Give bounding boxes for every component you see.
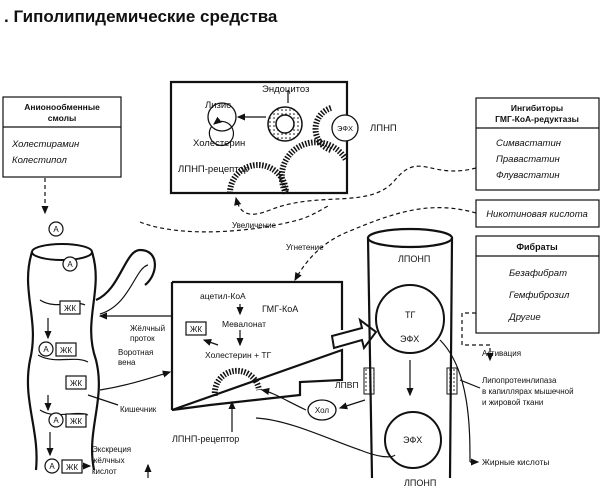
a-circle-4: A [53, 416, 59, 425]
anion-box-header-1: Анионообменные [24, 102, 100, 112]
hdl-label: ЛПВП [335, 380, 358, 390]
efh-lower-label: ЭФХ [403, 435, 422, 445]
zhk-tag-4: ЖК [70, 417, 82, 426]
excretion-line-2: жёлчных [92, 456, 125, 465]
acetyl-coa-label: ацетил-КоА [200, 291, 246, 301]
inset-cholesterol-label: Холестерин [193, 138, 245, 149]
nicotinic-inhibition-arrow [294, 207, 477, 282]
lpl-line-3: и жировой ткани [482, 398, 543, 407]
inset-efh-label: ЭФХ [337, 124, 353, 133]
vldl-bottom-label: ЛПОНП [404, 478, 436, 488]
drug-pravastatin: Правастатин [496, 154, 561, 165]
liver-zhk-tag: ЖК [190, 325, 202, 334]
chol-to-hdl-arrow [338, 399, 366, 410]
hol-label: Хол [315, 406, 330, 415]
blood-vessel [363, 227, 458, 479]
zhk-tag-5: ЖК [66, 463, 78, 472]
intestine-label: Кишечник [120, 405, 157, 414]
fibrate-activation-arrow [461, 312, 494, 362]
efh-upper-label: ЭФХ [400, 334, 419, 344]
fatty-acid-path [439, 339, 471, 463]
nicotinic-acid-box: Никотиновая кислота [475, 199, 600, 228]
a-circle-1: A [53, 225, 59, 234]
anion-exchange-box: Анионообменные смолы Холестирамин Колест… [2, 96, 122, 178]
intestine-pointer [87, 394, 119, 406]
portal-vein-line-2: вена [118, 358, 136, 367]
fibrates-box: Фибраты Безафибрат Гемфиброзил Другие [475, 235, 600, 334]
statin-box-header-2: ГМГ-КоА-редуктазы [495, 114, 579, 124]
page-title: . Гиполипидемические средства [4, 7, 278, 26]
hdl-particle [307, 399, 337, 421]
zhk-tag-3: ЖК [70, 379, 82, 388]
resin-bound-acids: A A ЖК A ЖК ЖК A ЖК A ЖК [38, 221, 92, 474]
excretion-line-3: кислот [92, 467, 117, 476]
ldl-particle [384, 411, 442, 469]
hmg-coa-label: ГМГ-КоА [262, 304, 298, 314]
lpl-line-2: в капиллярах мышечной [482, 387, 574, 396]
tg-label: ТГ [405, 310, 415, 320]
drug-gemfibrozil: Гемфиброзил [509, 290, 570, 301]
lysis-label: Лизис [205, 100, 231, 111]
portal-vein-arrow [99, 370, 172, 391]
drug-simvastatin: Симвастатин [496, 138, 562, 149]
increase-link [139, 204, 331, 233]
fatty-acids-label: Жирные кислоты [482, 457, 550, 467]
a-circle-2: A [67, 260, 73, 269]
nicotinic-acid-label: Никотиновая кислота [486, 209, 588, 220]
hdl-to-liver-arrow [260, 387, 307, 411]
activation-label: Активация [482, 349, 521, 358]
zhk-tag-2: ЖК [60, 346, 72, 355]
increase-label: Увеличение [232, 221, 277, 230]
drug-bezafibrate: Безафибрат [509, 268, 567, 279]
bile-duct-line-2: проток [130, 334, 155, 343]
fibrates-header: Фибраты [516, 242, 558, 252]
statin-box-header-1: Ингибиторы [511, 103, 563, 113]
zhk-tag-1: ЖК [64, 304, 76, 313]
inset-ldl-label: ЛПНП [370, 123, 397, 134]
lpl-pointer [459, 379, 481, 389]
intestine [26, 243, 156, 471]
excretion-line-1: Экскреция [92, 445, 131, 454]
inset-ldl-receptor-label: ЛПНП-рецептор [178, 164, 249, 175]
chol-tg-label: Холестерин + ТГ [205, 350, 272, 360]
drug-other: Другие [508, 312, 541, 323]
drug-cholestyramine: Холестирамин [11, 139, 80, 150]
bile-duct-line-1: Жёлчный [130, 324, 165, 333]
statin-box: Ингибиторы ГМГ-КоА-редуктазы Симвастатин… [475, 97, 600, 191]
liver-ldl-receptor-label: ЛПНП-рецептор [172, 434, 239, 444]
anion-box-header-2: смолы [48, 113, 77, 123]
drug-colestipol: Колестипол [12, 155, 67, 166]
ldl-return-curve [255, 417, 396, 458]
lpl-line-1: Липопротеинлипаза [482, 376, 557, 385]
vldl-top-label: ЛПОНП [398, 254, 430, 264]
cell-inset: ЭФХ Эндоцитоз Лизис Холестерин ЛПНП-реце… [169, 80, 359, 195]
a-circle-5: A [49, 462, 55, 471]
statin-increase-arrow [234, 165, 477, 215]
inhibition-label: Угнетение [286, 243, 324, 252]
drug-fluvastatin: Флувастатин [496, 170, 560, 181]
mevalonate-label: Мевалонат [222, 319, 266, 329]
liver-hepatocyte: ацетил-КоА ГМГ-КоА Мевалонат Холестерин … [170, 280, 344, 412]
endocytosis-label: Эндоцитоз [262, 84, 309, 95]
a-circle-3: A [43, 345, 49, 354]
vldl-particle [375, 284, 445, 354]
portal-vein-line-1: Воротная [118, 348, 153, 357]
